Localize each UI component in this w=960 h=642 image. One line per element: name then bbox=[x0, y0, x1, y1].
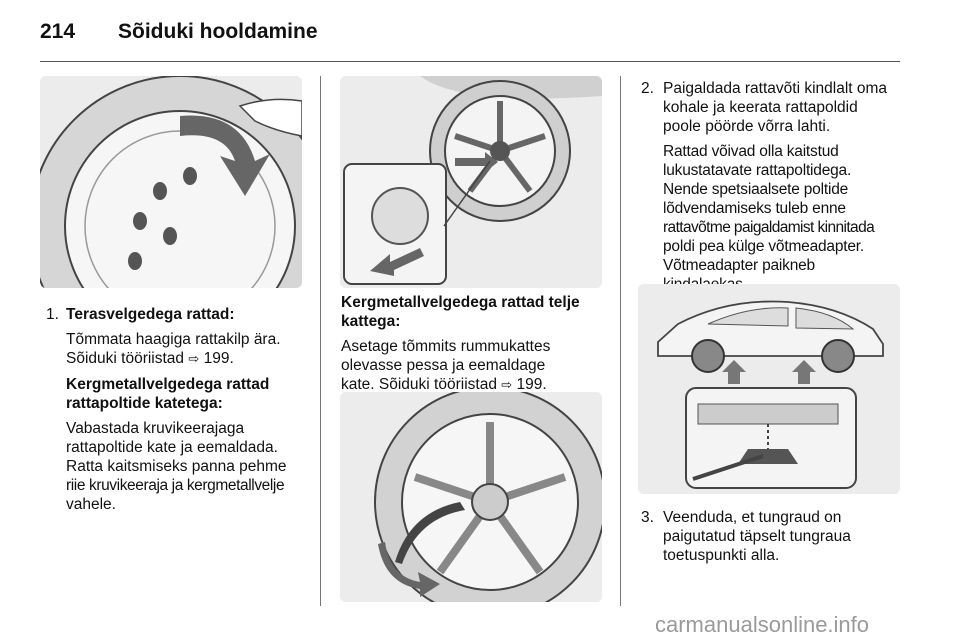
item-2-note-line: poldi pea külge võtmeadapter. bbox=[663, 238, 865, 255]
item-1-paragraph-2: Vabastada kruvikeerajaga rattapoltide ka… bbox=[66, 419, 316, 514]
item-2-note: Rattad võivad olla kaitstud lukustatavat… bbox=[663, 142, 908, 294]
col-2-line: kate. Sõiduki tööriistad bbox=[341, 376, 497, 393]
item-number-2: 2. bbox=[641, 80, 654, 97]
subheading-line-2: rattapoltide katetega: bbox=[66, 395, 223, 412]
col-2-line: olevasse pessa ja eemaldage bbox=[341, 357, 546, 374]
item-3-line: Veenduda, et tungraud on bbox=[663, 509, 842, 526]
col-2-heading: Kergmetallvelgedega rattad telje kattega… bbox=[341, 293, 616, 331]
item-2-note-line: Nende spetsiaalsete poltide bbox=[663, 181, 849, 198]
arrow-ref-icon: ⇨ bbox=[501, 378, 513, 393]
col-2-heading-line-1: Kergmetallvelgedega rattad telje bbox=[341, 294, 580, 311]
item-1-paragraph: Tõmmata haagiga rattakilp ära. Sõiduki t… bbox=[66, 330, 316, 369]
item-3-line: toetuspunkti alla. bbox=[663, 547, 780, 564]
figure-hub-cover-puller bbox=[340, 392, 602, 602]
item-2-paragraph: Paigaldada rattavõti kindlalt oma kohale… bbox=[663, 79, 908, 136]
item-2-note-line: rattavõtme paigaldamist kinnitada bbox=[663, 219, 875, 236]
item-number-3: 3. bbox=[641, 509, 654, 526]
page-number: 214 bbox=[40, 20, 76, 43]
col-2-paragraph: Asetage tõmmits rummukattes olevasse pes… bbox=[341, 337, 616, 395]
item-2-note-line: lukustatavate rattapoltidega. bbox=[663, 162, 852, 179]
figure-bolt-cover bbox=[340, 76, 602, 288]
header-rule bbox=[40, 61, 900, 62]
col-2-line: Asetage tõmmits rummukattes bbox=[341, 338, 551, 355]
item-3-paragraph: Veenduda, et tungraud on paigutatud täps… bbox=[663, 508, 908, 565]
item-1-line-2: Sõiduki tööriistad bbox=[66, 350, 185, 367]
column-2-text: Kergmetallvelgedega rattad telje kattega… bbox=[341, 293, 616, 401]
item-2-line: poole pöörde võrra lahti. bbox=[663, 118, 831, 135]
item-3-line: paigutatud täpselt tungraua bbox=[663, 528, 851, 545]
column-divider-1 bbox=[320, 76, 321, 606]
item-2-line: Paigaldada rattavõti kindlalt oma bbox=[663, 80, 888, 97]
subheading-line-1: Kergmetallvelgedega rattad bbox=[66, 376, 270, 393]
col-2-heading-line-2: kattega: bbox=[341, 313, 401, 330]
p2-line: riie kruvikeeraja ja kergmetallvelje bbox=[66, 477, 285, 494]
item-1-subheading: Kergmetallvelgedega rattad rattapoltide … bbox=[66, 375, 316, 413]
column-divider-2 bbox=[620, 76, 621, 606]
arrow-ref-icon: ⇨ bbox=[188, 352, 200, 367]
p2-line: vahele. bbox=[66, 496, 116, 513]
item-2-note-line: Võtmeadapter paikneb bbox=[663, 257, 815, 274]
p2-line: Ratta kaitsmiseks panna pehme bbox=[66, 458, 287, 475]
item-1-line-1: Tõmmata haagiga rattakilp ära. bbox=[66, 331, 281, 348]
page-header: 214 Sõiduki hooldamine bbox=[40, 20, 900, 60]
p2-line: rattapoltide kate ja eemaldada. bbox=[66, 439, 278, 456]
col-2-ref: 199. bbox=[516, 376, 547, 393]
item-number-1: 1. bbox=[46, 306, 59, 323]
p2-line: Vabastada kruvikeerajaga bbox=[66, 420, 245, 437]
item-2-note-line: lõdvendamiseks tuleb enne bbox=[663, 200, 846, 217]
page-title: Sõiduki hooldamine bbox=[118, 20, 318, 43]
watermark: carmanualsonline.info bbox=[655, 612, 870, 637]
item-1-ref: 199. bbox=[203, 350, 234, 367]
figure-jack-position bbox=[638, 284, 900, 494]
figure-hubcap-removal bbox=[40, 76, 302, 288]
item-2-line: kohale ja keerata rattapoldid bbox=[663, 99, 858, 116]
item-1-heading: Terasvelgedega rattad: bbox=[66, 306, 235, 323]
item-2-note-line: Rattad võivad olla kaitstud bbox=[663, 143, 839, 160]
